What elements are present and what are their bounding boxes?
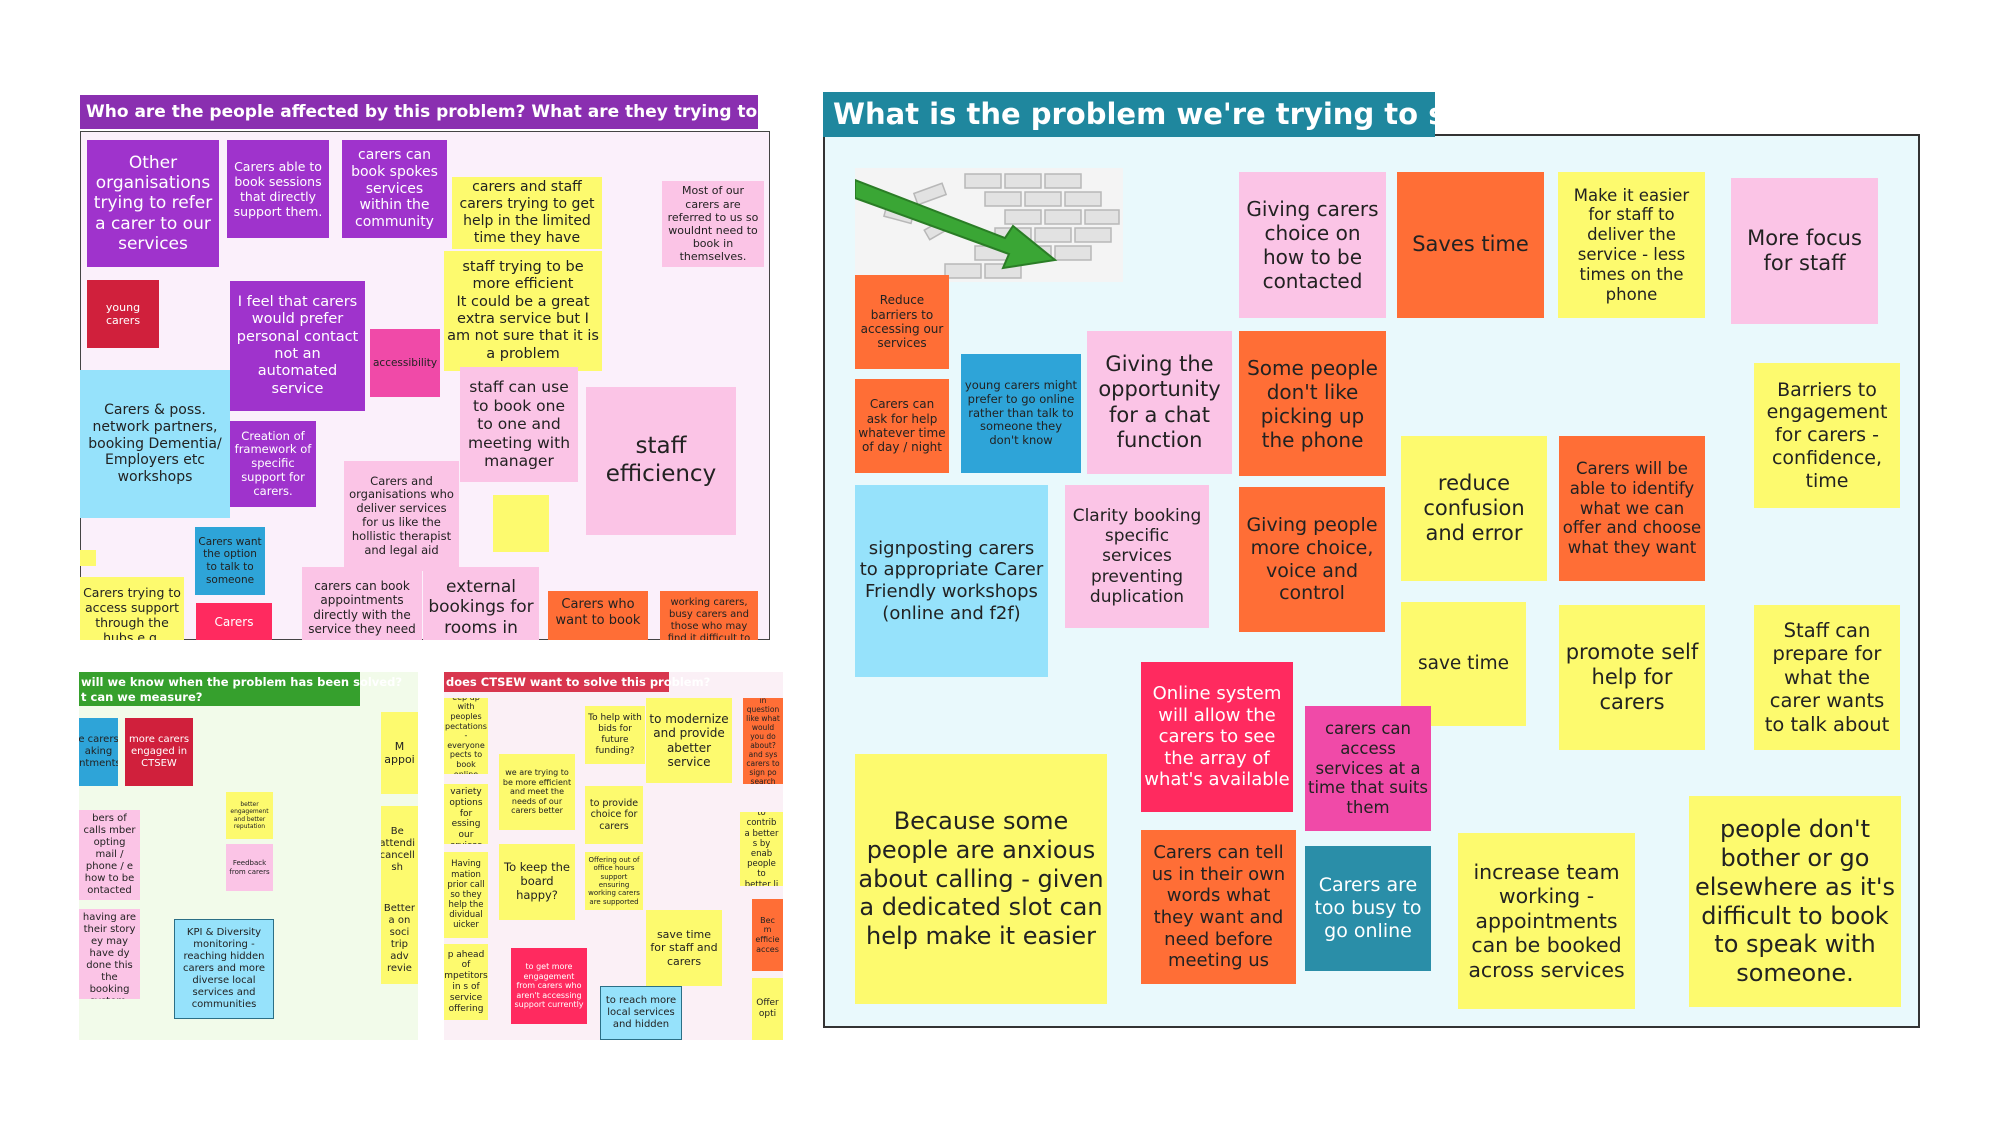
sticky-note[interactable]: staff trying to be more efficient It cou… (444, 251, 602, 371)
sticky-note[interactable]: accessibility (370, 329, 440, 397)
sticky-note[interactable]: Carers want the option to talk to someon… (195, 527, 265, 595)
sticky-note[interactable]: young carers might prefer to go online r… (961, 354, 1081, 473)
sticky-note[interactable]: e carers aking intments (79, 718, 118, 786)
sticky-note[interactable]: To keep the board happy? (499, 844, 575, 920)
sticky-note[interactable]: Giving the opportunity for a chat functi… (1087, 331, 1232, 474)
sticky-note[interactable]: reduce confusion and error (1401, 436, 1547, 581)
sticky-note[interactable]: signposting carers to appropriate Carer … (855, 485, 1048, 677)
measure-frame-title: will we know when the problem has been s… (79, 672, 403, 706)
sticky-note[interactable]: Carers trying to access support through … (80, 577, 184, 640)
sticky-note[interactable]: to get more engagement from carers who a… (511, 948, 587, 1024)
sticky-note[interactable]: to contrib a better s by enab people to … (740, 812, 783, 886)
brick-wall-arrow-image (855, 168, 1123, 282)
sticky-note[interactable]: staff efficiency (586, 387, 736, 535)
sticky-note[interactable]: Because some people are anxious about ca… (855, 754, 1107, 1004)
empty-sticky-note[interactable] (80, 550, 96, 566)
problem-frame-title: What is the problem we're trying to solv… (823, 92, 1514, 137)
sticky-note[interactable]: Carers can ask for help whatever time of… (855, 379, 949, 473)
sticky-note[interactable]: rs not having are their story ey may hav… (79, 909, 140, 999)
sticky-note[interactable]: I feel that carers would prefer personal… (230, 281, 365, 411)
sticky-note[interactable]: Saves time (1397, 172, 1544, 318)
why-frame: does CTSEW want to solve this problem? e… (444, 672, 783, 1040)
sticky-note[interactable]: Carers able to book sessions that direct… (227, 140, 329, 238)
sticky-note[interactable]: to reach more local services and hidden (600, 986, 682, 1040)
sticky-note[interactable]: young carers (87, 280, 159, 348)
sticky-note[interactable]: save time (1401, 602, 1526, 726)
measure-frame-title-line2: t can we measure? (81, 690, 203, 704)
sticky-note[interactable]: o a variety options for essing our ervic… (444, 784, 488, 844)
sticky-note[interactable]: p ahead of mpetitors in s of service off… (444, 944, 488, 1020)
sticky-note[interactable]: Creation of framework of specific suppor… (230, 421, 316, 507)
sticky-note[interactable]: bers of calls mber opting mail / phone /… (79, 810, 140, 900)
sticky-note[interactable]: Most of our carers are referred to us so… (662, 181, 764, 267)
sticky-note[interactable]: Some people don't like picking up the ph… (1239, 331, 1386, 476)
sticky-note[interactable]: we are trying to be more efficient and m… (499, 754, 575, 830)
measure-frame-title-line1: will we know when the problem has been s… (81, 675, 403, 689)
sticky-note[interactable]: Better a on soci trip adv revie (381, 894, 418, 984)
people-frame-title: Who are the people affected by this prob… (80, 95, 770, 129)
sticky-note[interactable]: Clarity booking specific services preven… (1065, 485, 1209, 628)
sticky-note[interactable]: system could allo add in question like w… (743, 698, 783, 784)
problem-frame: What is the problem we're trying to solv… (823, 92, 1933, 1040)
sticky-note[interactable]: carers can book spokes services within t… (342, 140, 447, 238)
sticky-note[interactable]: Carers & poss. network partners, booking… (80, 370, 230, 518)
sticky-note[interactable]: carers can book appointments directly wi… (302, 567, 422, 640)
sticky-note[interactable]: Bec m efficie acces (752, 899, 783, 971)
sticky-note[interactable]: Staff can prepare for what the carer wan… (1754, 605, 1900, 750)
empty-sticky-note[interactable] (493, 495, 549, 552)
sticky-note[interactable]: better engagement and better reputation (226, 792, 273, 839)
sticky-note[interactable]: external bookings for rooms in (423, 567, 539, 640)
brick-wall-icon (855, 168, 1123, 282)
measure-frame: will we know when the problem has been s… (79, 672, 418, 1040)
sticky-note[interactable]: people don't bother or go elsewhere as i… (1689, 796, 1901, 1007)
sticky-note[interactable]: eep up with peoples pectations - everyon… (444, 698, 488, 774)
sticky-note[interactable]: Carers can tell us in their own words wh… (1141, 830, 1296, 984)
sticky-note[interactable]: Giving carers choice on how to be contac… (1239, 172, 1386, 318)
sticky-note[interactable]: save time for staff and carers (646, 910, 722, 986)
sticky-note[interactable]: carers can access services at a time tha… (1305, 706, 1431, 831)
sticky-note[interactable]: promote self help for carers (1559, 605, 1705, 750)
sticky-note[interactable]: staff can use to book one to one and mee… (460, 367, 578, 482)
sticky-note[interactable]: Giving people more choice, voice and con… (1239, 487, 1385, 632)
sticky-note[interactable]: Carers (196, 603, 272, 640)
sticky-note[interactable]: Carers who want to book (548, 591, 648, 640)
why-frame-title: does CTSEW want to solve this problem? (444, 672, 710, 692)
sticky-note[interactable]: M appoi (381, 712, 418, 794)
sticky-note[interactable]: KPI & Diversity monitoring - reaching hi… (174, 919, 274, 1019)
sticky-note[interactable]: To help with bids for future funding? (585, 706, 645, 764)
sticky-note[interactable]: More focus for staff (1731, 178, 1878, 324)
sticky-note[interactable]: Having mation prior call so they help th… (444, 852, 488, 938)
sticky-note[interactable]: Feedback from carers (226, 844, 273, 891)
sticky-note[interactable]: to modernize and provide abetter service (646, 698, 732, 783)
sticky-note[interactable]: Carers will be able to identify what we … (1559, 436, 1705, 581)
sticky-note[interactable]: carers and staff carers trying to get he… (452, 177, 602, 249)
sticky-note[interactable]: Barriers to engagement for carers - conf… (1754, 363, 1900, 508)
sticky-note[interactable]: Online system will allow the carers to s… (1141, 662, 1293, 812)
sticky-note[interactable]: Other organisations trying to refer a ca… (87, 140, 219, 267)
sticky-note[interactable]: Offer opti (752, 978, 783, 1040)
sticky-note[interactable]: working carers, busy carers and those wh… (660, 591, 758, 640)
sticky-note[interactable]: to provide choice for carers (585, 786, 643, 844)
sticky-note[interactable]: Offering out of office hours support ens… (585, 852, 643, 910)
sticky-note[interactable]: Carers are too busy to go online (1305, 846, 1431, 971)
sticky-note[interactable]: increase team working - appointments can… (1458, 833, 1635, 1009)
sticky-note[interactable]: Be attendi cancell sh (381, 806, 418, 894)
people-frame: Who are the people affected by this prob… (80, 95, 770, 640)
sticky-note[interactable]: Carers and organisations who deliver ser… (344, 461, 459, 571)
sticky-note[interactable]: Make it easier for staff to deliver the … (1558, 172, 1705, 318)
sticky-note[interactable]: more carers engaged in CTSEW (125, 718, 193, 786)
sticky-note[interactable]: Reduce barriers to accessing our service… (855, 275, 949, 369)
